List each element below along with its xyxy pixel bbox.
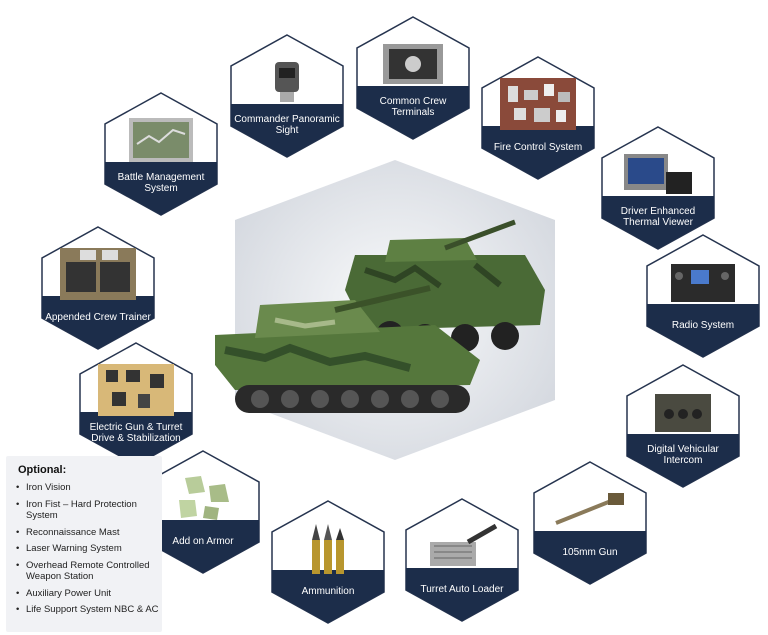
module-label: Electric Gun & Turret Drive & Stabilizat… [89,422,183,444]
gun-barrel-image [555,493,624,525]
list-item: •Life Support System NBC & AC [16,604,159,615]
fire-control-system-module: Fire Control System [480,56,596,180]
module-label: Ammunition [301,585,355,597]
tracked-vehicle-image [215,285,480,413]
map-display-image [129,118,193,162]
crew-trainer-image [60,248,136,300]
add-on-armor-module: Add on Armor [145,450,261,574]
optional-title: Optional: [18,464,67,476]
ammunition-module: Ammunition [270,500,386,624]
module-label: Commander Panoramic Sight [234,114,340,136]
armor-plates-image [179,476,229,520]
module-label: Digital Vehicular Intercom [647,444,719,466]
module-label: Appended Crew Trainer [45,311,151,323]
module-label: Battle Management System [117,172,205,194]
digital-vehicular-intercom-module: Digital Vehicular Intercom [625,364,741,488]
module-label: Radio System [671,319,735,331]
optional-list: •Iron Vision •Iron Fist – Hard Protectio… [16,482,161,621]
105mm-gun-module: 105mm Gun [532,461,648,585]
module-label: Turret Auto Loader [420,583,504,595]
appended-crew-trainer-module: Appended Crew Trainer [40,226,156,350]
intercom-unit-image [655,394,711,432]
commander-panoramic-sight-module: Commander Panoramic Sight [229,34,345,158]
list-item: •Overhead Remote Controlled Weapon Stati… [16,559,150,583]
thermal-viewer-image [624,154,692,194]
module-label: Add on Armor [172,535,234,547]
terminal-screen-image [383,44,443,84]
list-item: •Laser Warning System [16,543,122,554]
center-vehicles-panel [215,160,575,460]
driver-enhanced-thermal-viewer-module: Driver Enhanced Thermal Viewer [600,126,716,250]
module-label: Common Crew Terminals [379,96,447,118]
optional-features-panel: Optional: •Iron Vision •Iron Fist – Hard… [6,456,162,632]
electric-gun-turret-drive-module: Electric Gun & Turret Drive & Stabilizat… [78,342,194,466]
radio-system-module: Radio System [645,234,761,358]
common-crew-terminals-module: Common Crew Terminals [355,16,471,140]
radio-unit-image [671,264,735,302]
module-label: 105mm Gun [562,546,618,558]
fire-control-components-image [500,78,576,130]
list-item: •Iron Fist – Hard Protection System [16,498,137,522]
auto-loader-image [430,523,498,566]
battle-management-system-module: Battle Management System [103,92,219,216]
module-label: Driver Enhanced Thermal Viewer [620,206,696,228]
turret-auto-loader-module: Turret Auto Loader [404,498,520,622]
turret-drive-components-image [98,364,174,416]
list-item: •Iron Vision [16,482,71,493]
wheeled-vehicle-image [345,219,545,352]
list-item: •Reconnaissance Mast [16,526,120,538]
ammunition-rounds-image [312,524,344,574]
module-label: Fire Control System [493,141,583,153]
periscope-sight-image [275,62,299,102]
list-item: •Auxiliary Power Unit [16,587,111,599]
